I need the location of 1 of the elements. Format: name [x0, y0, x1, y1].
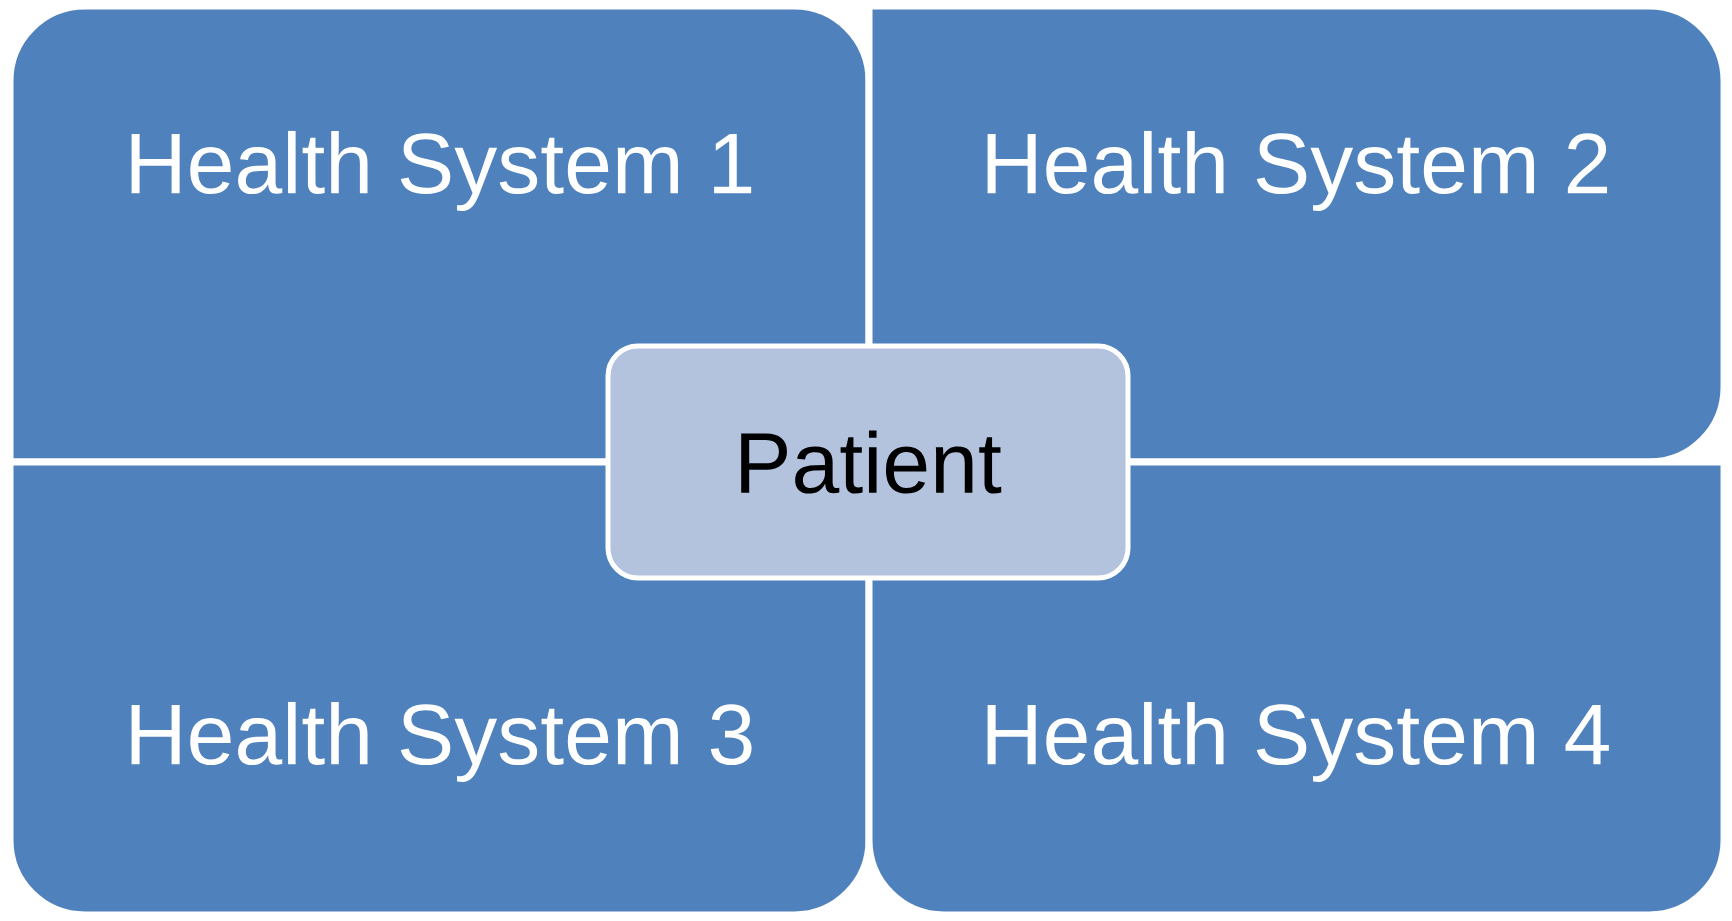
center-box: Patient: [605, 343, 1131, 581]
